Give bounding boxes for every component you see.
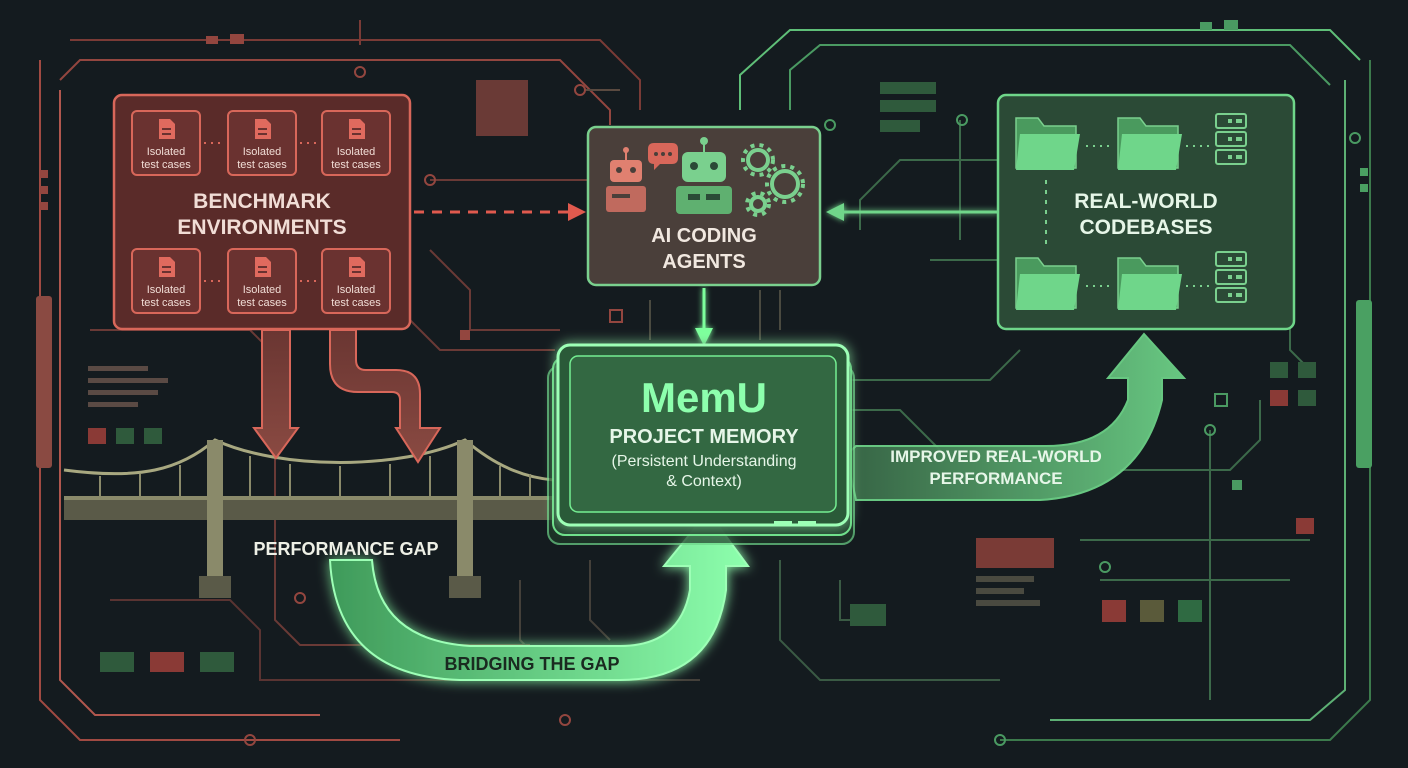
codebases-title-line1: REAL-WORLD xyxy=(1074,190,1217,213)
benchmark-title-line1: BENCHMARK xyxy=(193,190,331,213)
robot-icon xyxy=(676,137,732,214)
test-case-label: Isolated xyxy=(337,146,376,158)
real-world-codebases-box: REAL-WORLD CODEBASES xyxy=(996,93,1296,331)
improved-label-line2: PERFORMANCE xyxy=(929,469,1062,488)
speech-bubble-icon xyxy=(648,143,678,170)
memu-detail-line1: (Persistent Understanding xyxy=(612,453,797,470)
document-icon xyxy=(255,119,271,139)
agents-title-line1: AI CODING xyxy=(651,225,757,247)
document-icon xyxy=(349,257,365,277)
decorative-blocks xyxy=(36,20,1372,672)
test-case-label: Isolated xyxy=(147,146,186,158)
benchmark-down-arrows xyxy=(252,329,442,464)
bridge xyxy=(63,438,555,598)
bridging-label: BRIDGING THE GAP xyxy=(444,654,619,674)
ai-coding-agents-box: AI CODING AGENTS xyxy=(586,125,822,287)
test-case-label: test cases xyxy=(331,159,381,171)
agents-title-line2: AGENTS xyxy=(662,251,745,273)
server-icon xyxy=(1215,251,1247,303)
folder-icon xyxy=(1117,117,1182,170)
robot-icon xyxy=(606,147,646,212)
improved-performance-arrow: IMPROVED REAL-WORLD PERFORMANCE xyxy=(844,332,1187,501)
document-icon xyxy=(159,257,175,277)
document-icon xyxy=(159,119,175,139)
document-icon xyxy=(255,257,271,277)
server-icon xyxy=(1215,113,1247,165)
memu-detail-line2: & Context) xyxy=(666,473,742,490)
memu-name: MemU xyxy=(641,374,767,421)
codebase-icons xyxy=(1015,113,1247,310)
test-case-label: Isolated xyxy=(243,284,282,296)
test-case-label: test cases xyxy=(141,297,191,309)
agents-to-memu-arrow xyxy=(695,288,713,346)
folder-icon xyxy=(1117,257,1182,310)
benchmark-title-line2: ENVIRONMENTS xyxy=(177,216,346,239)
folder-icon xyxy=(1015,117,1080,170)
gear-teeth xyxy=(741,143,805,217)
memu-project-memory-box: MemU PROJECT MEMORY (Persistent Understa… xyxy=(547,343,855,545)
test-case-label: test cases xyxy=(141,159,191,171)
memu-subtitle: PROJECT MEMORY xyxy=(609,426,799,448)
test-case-label: Isolated xyxy=(243,146,282,158)
performance-gap-label: PERFORMANCE GAP xyxy=(253,539,438,559)
folder-icon xyxy=(1015,257,1080,310)
document-icon xyxy=(349,119,365,139)
benchmark-to-agents-arrow xyxy=(414,203,586,221)
codebases-to-agents-arrow xyxy=(826,203,998,221)
codebases-title-line2: CODEBASES xyxy=(1079,216,1212,239)
improved-label-line1: IMPROVED REAL-WORLD xyxy=(890,447,1102,466)
test-case-label: test cases xyxy=(237,159,287,171)
gear-icon xyxy=(746,148,800,213)
test-case-label: Isolated xyxy=(147,284,186,296)
test-case-label: Isolated xyxy=(337,284,376,296)
test-case-label: test cases xyxy=(237,297,287,309)
circuit-nodes xyxy=(244,66,1361,746)
test-case-label: test cases xyxy=(331,297,381,309)
